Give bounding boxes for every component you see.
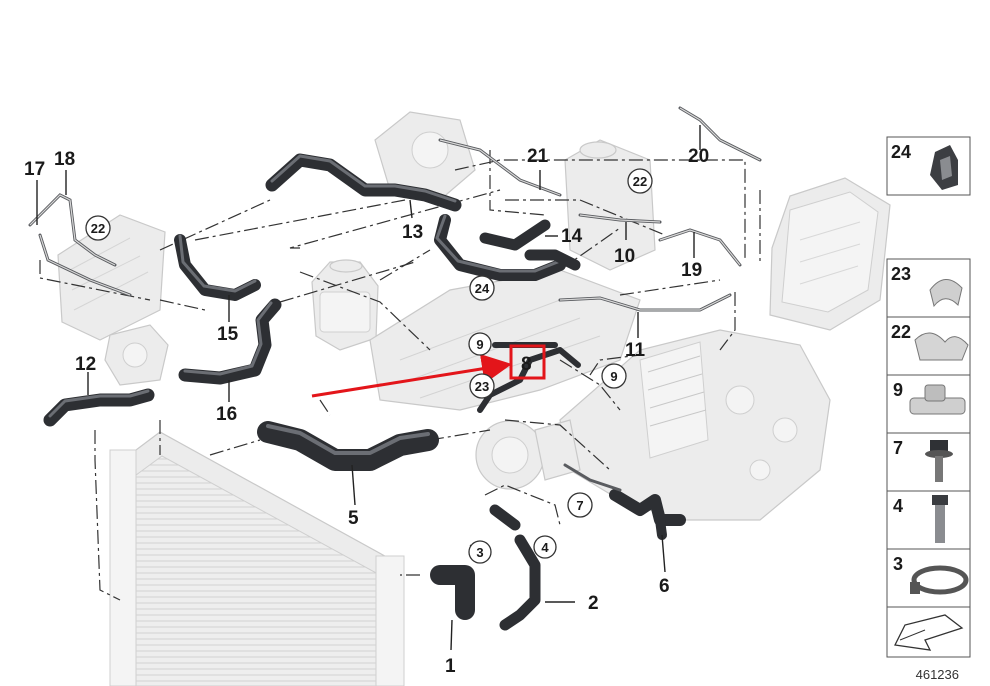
label-15: 15: [217, 324, 239, 345]
label-6: 6: [659, 576, 670, 597]
label-1: 1: [445, 656, 456, 677]
exploded-view-arrow-icon: [894, 614, 964, 651]
legend-label-24: 24: [891, 142, 911, 162]
callout-23: 23: [475, 379, 489, 394]
radiator: [109, 431, 405, 686]
legend-label-3: 3: [893, 554, 903, 574]
thermostat-housing: [104, 324, 169, 386]
leader-lines: [36, 125, 701, 651]
expansion-tank-right: [769, 177, 891, 331]
label-20: 20: [688, 146, 709, 167]
label-17: 17: [24, 159, 45, 180]
water-pump: [475, 419, 581, 490]
callout-9-a: 9: [476, 337, 483, 352]
hex-bolt-icon: [932, 495, 948, 543]
label-18: 18: [54, 149, 75, 170]
label-21: 21: [527, 146, 549, 167]
label-10: 10: [614, 246, 635, 267]
reference-number: 461236: [916, 667, 959, 682]
callout-22-top: 22: [633, 174, 647, 189]
label-13: 13: [402, 222, 423, 243]
circled-callouts: 22 22 24 9 23 9 7 3 4: [85, 168, 653, 564]
legend-label-9: 9: [893, 380, 903, 400]
callout-9-b: 9: [610, 369, 617, 384]
double-clip-icon: [914, 332, 969, 361]
hose-clip-icon: [929, 279, 963, 308]
legend-label-4: 4: [893, 496, 903, 516]
reservoir-center: [311, 259, 379, 351]
callout-4: 4: [541, 540, 549, 555]
callout-3: 3: [476, 545, 483, 560]
flange-bolt-icon: [925, 440, 953, 482]
clamp-bracket-icon: [930, 145, 958, 190]
callout-22-left: 22: [91, 221, 105, 236]
label-11: 11: [625, 340, 646, 361]
assembly-lines: [39, 150, 761, 601]
legend-label-22: 22: [891, 322, 911, 342]
legend-label-23: 23: [891, 264, 911, 284]
label-16: 16: [216, 404, 237, 425]
hardware-legend: 24 23 22 9 7 4: [886, 136, 971, 658]
callout-24: 24: [475, 281, 490, 296]
legend-label-7: 7: [893, 438, 903, 458]
callout-7: 7: [576, 498, 583, 513]
label-2: 2: [588, 593, 599, 614]
engine-block: [559, 329, 831, 521]
label-14: 14: [561, 226, 583, 247]
label-5: 5: [348, 508, 359, 529]
label-8: 8: [521, 354, 532, 375]
part-labels: 1 2 5 6 8 10 11 12 13 14 15 16 17 18 19 …: [24, 146, 709, 677]
highlight-marker: [311, 344, 546, 398]
label-19: 19: [681, 260, 702, 281]
label-12: 12: [75, 354, 96, 375]
hose-clamp-icon: [910, 565, 969, 595]
t-connector-icon: [909, 384, 966, 415]
